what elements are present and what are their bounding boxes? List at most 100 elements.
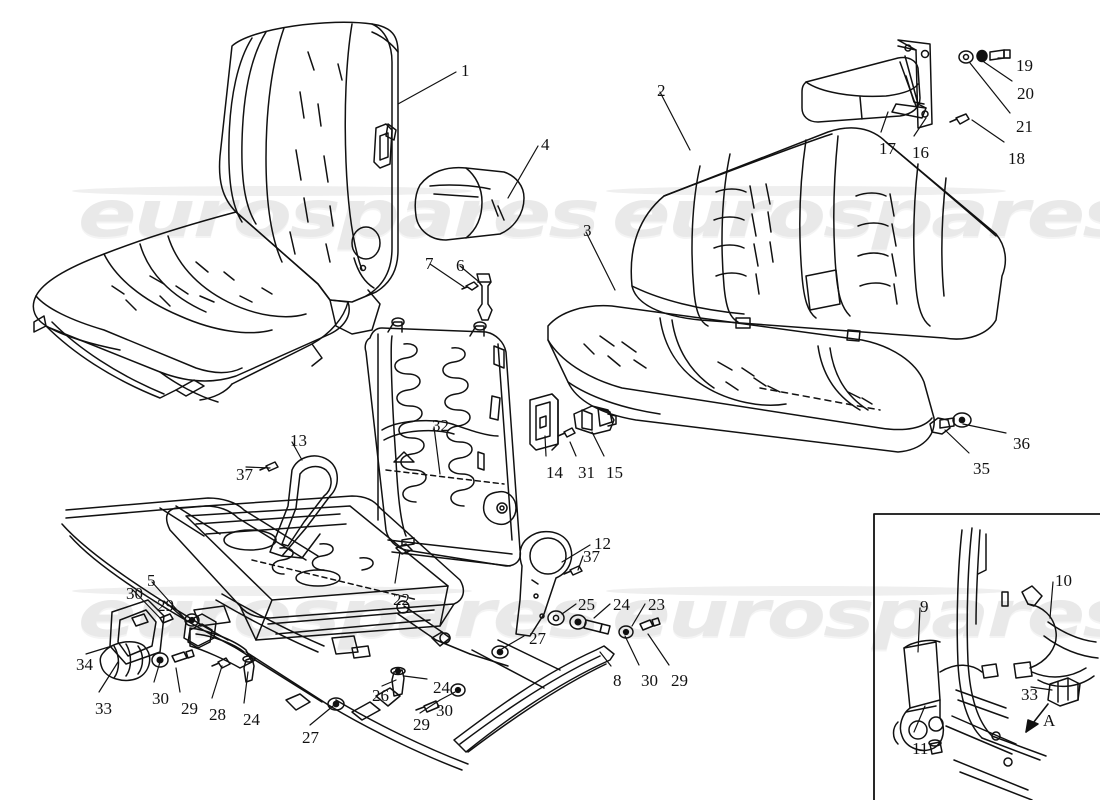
callout-number-7: 7: [425, 254, 434, 273]
callout-number-30b: 30: [126, 584, 143, 603]
callout-number-17: 17: [879, 139, 896, 158]
callout-leader-10: [1049, 581, 1054, 619]
callout-leader-33b: [1030, 686, 1053, 691]
seat-slide-rails: [183, 593, 509, 711]
callout-leader-4: [507, 145, 539, 199]
watermark-swoosh: [606, 186, 1006, 196]
callout-leader-35: [944, 429, 970, 454]
callout-number-36: 36: [1013, 434, 1030, 453]
callout-leader-22: [394, 551, 401, 584]
callout-leader-28: [211, 665, 223, 699]
callout-number-24c: 24: [243, 710, 260, 729]
callout-leader-32: [433, 426, 441, 475]
callout-leader-33: [98, 661, 119, 693]
callout-number-26: 26: [372, 686, 389, 705]
callout-number-27: 27: [302, 728, 319, 747]
front-seat-assembly: [32, 21, 399, 403]
callout-leader-27b: [499, 635, 525, 651]
callout-leader-20: [983, 61, 1013, 82]
callout-leader-1: [397, 71, 457, 105]
callout-number-24: 24: [613, 595, 630, 614]
callout-leader-29: [175, 667, 181, 693]
callout-leader-15: [591, 431, 605, 457]
seat-switch-group: [529, 393, 617, 451]
recline-lever-and-knob: [99, 599, 231, 682]
callout-number-25: 25: [578, 595, 595, 614]
callout-leader-14: [544, 435, 547, 457]
callout-leader-3: [585, 231, 616, 291]
callout-number-28: 28: [209, 705, 226, 724]
callout-number-20: 20: [1017, 84, 1034, 103]
callout-number-34: 34: [76, 655, 93, 674]
callout-number-18: 18: [1008, 149, 1025, 168]
callout-leader-27: [309, 705, 334, 726]
callout-leader-24b: [403, 675, 428, 680]
callout-leader-12: [561, 544, 591, 563]
callout-leader-34: [85, 645, 113, 655]
callout-number-32: 32: [432, 416, 449, 435]
front-headrest: [414, 166, 525, 241]
callout-number-5: 5: [147, 571, 156, 590]
callout-leader-29b: [163, 600, 189, 623]
seat-back-frame: [364, 317, 522, 567]
callout-number-30: 30: [152, 689, 169, 708]
callout-leader-5: [151, 581, 187, 621]
callout-leader-30c: [624, 635, 640, 666]
callout-number-37: 37: [236, 465, 253, 484]
watermark-swoosh: [72, 586, 472, 596]
callout-leader-9: [917, 607, 921, 653]
callout-number-14: 14: [546, 463, 563, 482]
callout-number-8: 8: [613, 671, 622, 690]
detail-view-label-a: A: [1043, 711, 1056, 730]
callout-leader-24: [593, 603, 611, 619]
callout-number-30d: 30: [436, 701, 453, 720]
callout-number-37b: 37: [583, 547, 600, 566]
callout-number-10: 10: [1055, 571, 1072, 590]
rear-seat-backrest: [630, 127, 1007, 342]
callout-leader-25: [561, 603, 577, 615]
callout-leader-36: [962, 423, 1007, 434]
callout-leader-2: [659, 91, 691, 151]
callout-leader-37b: [577, 555, 584, 571]
callout-number-3: 3: [583, 221, 592, 240]
callout-leader-26: [381, 679, 397, 687]
callout-leader-30d: [439, 691, 456, 701]
callout-number-22: 22: [393, 590, 410, 609]
callout-number-33b: 33: [1021, 685, 1038, 704]
callout-leader-8: [599, 651, 612, 667]
callout-number-12: 12: [594, 534, 611, 553]
callout-leader-13: [291, 441, 303, 461]
callout-number-29d: 29: [671, 671, 688, 690]
callout-number-11: 11: [912, 739, 929, 758]
callout-number-30c: 30: [641, 671, 658, 690]
callout-leader-18: [971, 119, 1005, 143]
callout-number-24b: 24: [433, 678, 450, 697]
callout-leader-30: [153, 661, 161, 683]
callout-leader-30b: [132, 589, 161, 619]
callout-number-27b: 27: [529, 629, 546, 648]
callout-leader-17: [880, 111, 889, 133]
callout-number-29c: 29: [413, 715, 430, 734]
rear-armrest-and-bracket: [801, 39, 1011, 129]
callout-number-31: 31: [578, 463, 595, 482]
callout-number-16: 16: [912, 143, 929, 162]
callout-number-4: 4: [541, 135, 550, 154]
callout-leader-29c: [419, 699, 441, 714]
callout-number-15: 15: [606, 463, 623, 482]
watermark-swoosh: [606, 586, 1006, 596]
callout-leader-7: [429, 263, 465, 288]
callout-number-19: 19: [1016, 56, 1033, 75]
callout-number-35: 35: [973, 459, 990, 478]
callout-number-33: 33: [95, 699, 112, 718]
callout-leader-37: [245, 466, 271, 469]
callout-number-1: 1: [461, 61, 470, 80]
callout-number-9: 9: [920, 597, 929, 616]
callout-number-29b: 29: [157, 596, 174, 615]
callout-number-6: 6: [456, 256, 465, 275]
callout-number-21: 21: [1016, 117, 1033, 136]
headrest-guide-and-screw: [461, 273, 493, 321]
callout-leader-6: [459, 265, 479, 282]
callout-leader-21: [969, 62, 1011, 114]
callout-leader-11: [913, 705, 926, 733]
